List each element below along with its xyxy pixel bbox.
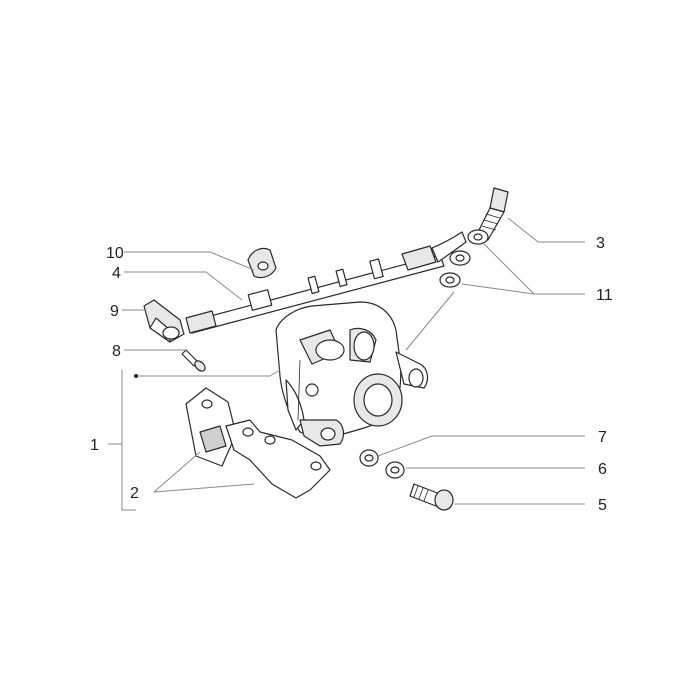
callout-3: 3 — [596, 235, 605, 252]
callout-4: 4 — [112, 265, 121, 282]
callout-10: 10 — [106, 245, 124, 262]
leader-lines — [108, 217, 585, 511]
small-bolt-part — [181, 349, 206, 372]
hose-bracket-part — [143, 299, 185, 343]
brake-hose-part — [185, 231, 467, 334]
callout-11: 11 — [596, 287, 613, 304]
sealing-washer-part — [439, 229, 489, 288]
brake-pads-part — [185, 387, 331, 499]
banjo-bolt-part — [475, 187, 509, 241]
brake-caliper-part — [275, 301, 429, 447]
callout-1: 1 — [90, 437, 99, 454]
callout-5: 5 — [598, 497, 607, 514]
spacer-washer-part — [385, 461, 405, 479]
callout-7: 7 — [598, 429, 607, 446]
caliper-bolt-part — [409, 483, 454, 511]
callout-2: 2 — [130, 485, 139, 502]
hose-clip-part — [247, 247, 277, 279]
callout-8: 8 — [112, 343, 121, 360]
callout-9: 9 — [110, 303, 119, 320]
assembly-marker-dot — [134, 374, 138, 378]
washer-part — [359, 449, 379, 467]
callout-6: 6 — [598, 461, 607, 478]
